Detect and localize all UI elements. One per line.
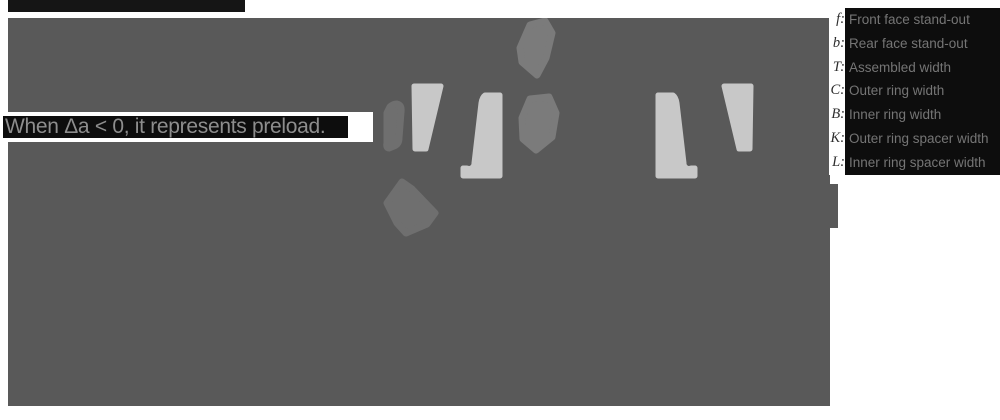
- legend-label-f: Front face stand-out: [845, 8, 1000, 32]
- legend-label-b2: Inner ring width: [845, 103, 1000, 127]
- legend-label-c: Outer ring width: [845, 79, 1000, 104]
- legend-label-t: Assembled width: [845, 55, 1000, 80]
- roller-blob-lower: [383, 178, 439, 237]
- legend-symbol-t: T:: [829, 55, 845, 80]
- bearing-diagram: [8, 18, 830, 406]
- legend-row-b: b: Rear face stand-out: [829, 31, 1000, 56]
- legend-row-k: K: Outer ring spacer width: [829, 126, 1000, 151]
- legend-row-f: f: Front face stand-out: [829, 8, 1000, 32]
- roller-blob-middle: [518, 93, 560, 154]
- preload-note-highlight: When Δa < 0, it represents preload.: [3, 116, 348, 138]
- legend: f: Front face stand-out b: Rear face sta…: [829, 8, 1000, 175]
- small-blob-left: [383, 100, 405, 152]
- legend-symbol-f: f:: [829, 8, 845, 32]
- roller-blob-top: [516, 18, 556, 79]
- legend-row-t: T: Assembled width: [829, 55, 1000, 80]
- legend-symbol-b: b:: [829, 31, 845, 56]
- legend-label-b: Rear face stand-out: [845, 31, 1000, 56]
- bearing-diagram-svg: [383, 18, 754, 237]
- legend-symbol-l: L:: [829, 150, 845, 175]
- figure-edge-step: [828, 184, 838, 228]
- legend-row-c: C: Outer ring width: [829, 79, 1000, 104]
- outer-ring-section-right: [721, 83, 754, 152]
- legend-symbol-c: C:: [829, 79, 845, 104]
- preload-note: When Δa < 0, it represents preload.: [0, 112, 373, 142]
- inner-ring-section-left: [460, 92, 503, 179]
- legend-row-l: L: Inner ring spacer width: [829, 150, 1000, 175]
- inner-ring-section-right: [655, 92, 698, 179]
- top-highlight-bar: [8, 0, 245, 12]
- preload-note-text: When Δa < 0, it represents preload.: [5, 115, 326, 138]
- legend-symbol-k: K:: [829, 126, 845, 151]
- legend-row-b2: B: Inner ring width: [829, 103, 1000, 127]
- legend-label-k: Outer ring spacer width: [845, 126, 1000, 151]
- outer-ring-section-left: [411, 83, 444, 152]
- legend-symbol-b2: B:: [829, 103, 845, 127]
- legend-label-l: Inner ring spacer width: [845, 150, 1000, 175]
